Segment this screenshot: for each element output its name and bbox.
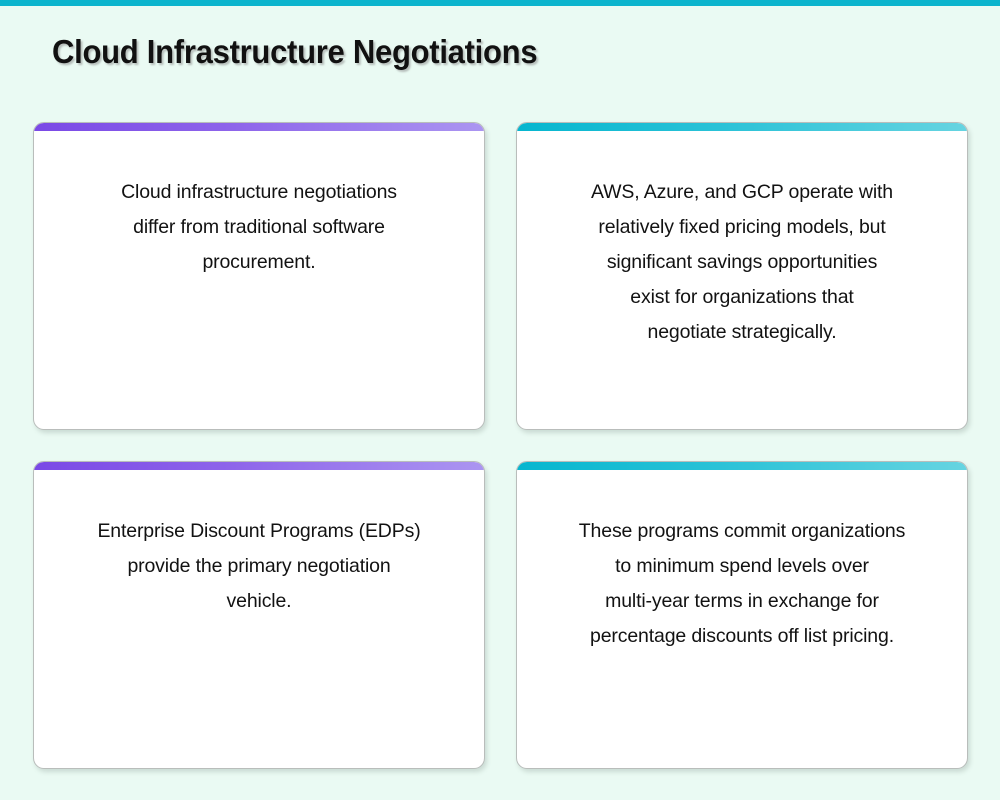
card-1-text: Cloud infrastructure negotiations differ… [121,181,397,273]
card-accent-bar-cyan [517,462,967,470]
card-4-text: These programs commit organizations to m… [578,520,906,647]
content-card-2: AWS, Azure, and GCP operate with relativ… [516,122,968,430]
content-card-3: Enterprise Discount Programs (EDPs) prov… [33,461,485,769]
content-card-1: Cloud infrastructure negotiations differ… [33,122,485,430]
card-2-text: AWS, Azure, and GCP operate with relativ… [591,181,893,343]
card-3-text: Enterprise Discount Programs (EDPs) prov… [97,520,421,612]
top-accent-bar [0,0,1000,6]
content-card-4: These programs commit organizations to m… [516,461,968,769]
page-title: Cloud Infrastructure Negotiations [52,33,538,70]
card-accent-bar-cyan [517,123,967,131]
card-grid: Cloud infrastructure negotiations differ… [33,122,968,769]
card-accent-bar-purple [34,462,484,470]
card-accent-bar-purple [34,123,484,131]
